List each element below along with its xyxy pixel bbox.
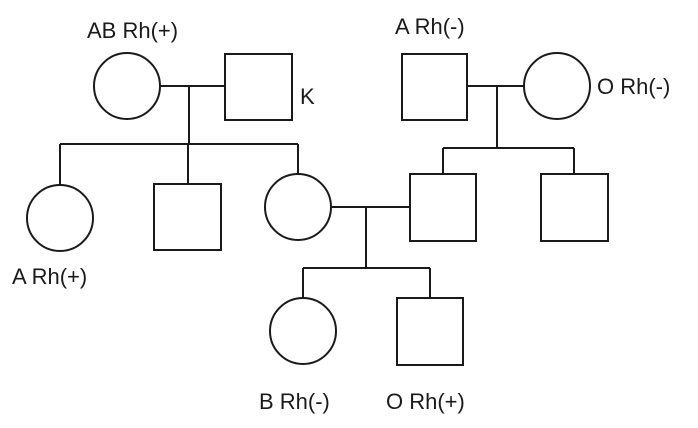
gen3-male-label: O Rh(+)	[386, 389, 465, 414]
gen2-left-female	[26, 184, 94, 252]
gen1-right-male	[401, 53, 468, 121]
gen1-right-female	[523, 52, 591, 120]
gen1-right-female-label: O Rh(-)	[597, 74, 670, 99]
gen3-female-label: B Rh(-)	[259, 389, 330, 414]
gen3-male	[396, 297, 464, 366]
gen1-left-male	[224, 53, 293, 121]
gen1-left-female	[93, 52, 161, 120]
gen2-married-female	[264, 173, 332, 241]
gen2-right-male	[540, 173, 609, 242]
gen2-middle-male	[153, 183, 222, 251]
gen1-left-female-label: AB Rh(+)	[87, 18, 178, 43]
gen2-married-male	[409, 173, 477, 242]
gen2-left-female-label: A Rh(+)	[12, 264, 87, 289]
gen1-right-male-label: A Rh(-)	[395, 14, 465, 39]
gen1-left-male-tag: K	[300, 84, 315, 109]
gen3-female	[269, 297, 337, 365]
